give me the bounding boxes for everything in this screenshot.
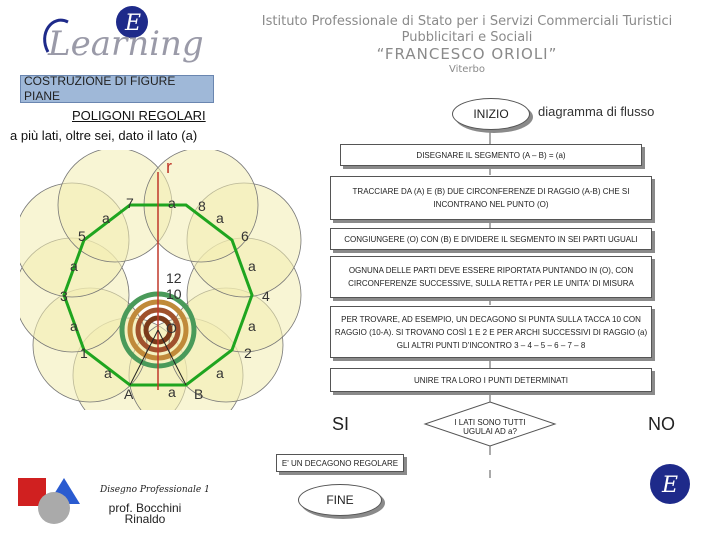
side-label: a (216, 210, 224, 226)
flow-connectors (423, 125, 557, 478)
flow-step-1: DISEGNARE IL SEGMENTO (A – B) = (a) (340, 144, 642, 166)
decision-yes: SI (332, 414, 350, 434)
decagon-polygon (62, 203, 254, 387)
vertex-label-2: 2 (244, 345, 252, 361)
logo-text: Learning (48, 24, 204, 64)
page-subtitle: POLIGONI REGOLARI (72, 108, 206, 123)
vertex-label-3: 3 (60, 288, 68, 304)
tick-label-12: 12 (166, 270, 182, 286)
corner-logo: E (650, 464, 690, 504)
vertex-label-7: 7 (126, 195, 134, 211)
vertex-label-8: 8 (198, 198, 206, 214)
page-title: COSTRUZIONE DI FIGURE PIANE (24, 74, 176, 103)
school-city: Viterbo (448, 64, 486, 75)
school-name: Istituto Professionale di Stato per i Se… (261, 14, 673, 45)
side-label-ab: a (168, 384, 176, 400)
shapes-decoration (18, 478, 80, 524)
page-description: a più lati, oltre sei, dato il lato (a) (10, 128, 198, 143)
side-label: a (70, 258, 78, 274)
end-node: FINE (298, 484, 382, 516)
result-box: E' UN DECAGONO REGOLARE (276, 454, 404, 472)
side-label: a (248, 318, 256, 334)
side-label: a (168, 195, 176, 211)
footer-teacher: prof. Bocchini Rinaldo (108, 501, 182, 526)
side-label: a (70, 318, 78, 334)
flow-step-3: CONGIUNGERE (O) CON (B) E DIVIDERE IL SE… (330, 228, 652, 250)
logo-badge (116, 6, 148, 38)
decision-no: NO (648, 414, 675, 434)
school-header: Istituto Professionale di Stato per i Se… (232, 14, 702, 78)
vertex-label-6: 6 (241, 228, 249, 244)
vertex-label-5: 5 (78, 228, 86, 244)
learning-logo: E (43, 6, 148, 53)
point-label-a: A (124, 386, 134, 402)
grey-circle (38, 492, 70, 524)
side-label: a (216, 365, 224, 381)
label-r: r (166, 157, 172, 177)
flow-step-4: OGNUNA DELLE PARTI DEVE ESSERE RIPORTATA… (330, 256, 652, 298)
segment-ao (129, 329, 159, 386)
decision-shape (423, 401, 557, 447)
vertex-label-4: 4 (262, 288, 270, 304)
footer-course: Disegno Professionale 1 (100, 485, 210, 495)
svg-text:E: E (661, 473, 678, 498)
flow-step-2: TRACCIARE DA (A) E (B) DUE CIRCONFERENZE… (330, 176, 652, 220)
side-label: a (104, 365, 112, 381)
flow-step-6: UNIRE TRA LORO I PUNTI DETERMINATI (330, 368, 652, 392)
flow-step-5: PER TROVARE, AD ESEMPIO, UN DECAGONO SI … (330, 306, 652, 358)
school-title: “FRANCESCO ORIOLI” (376, 45, 558, 63)
flowchart-title: diagramma di flusso (538, 104, 655, 119)
title-box (20, 75, 214, 103)
start-node: INIZIO (452, 98, 530, 130)
decagon-construction (20, 150, 302, 410)
vertex-label-1: 1 (80, 345, 88, 361)
decision-text: I LATI SONO TUTTI UGULAI AD a? (454, 418, 526, 436)
side-label: a (248, 258, 256, 274)
side-label: a (102, 210, 110, 226)
tick-label-10: 10 (166, 286, 182, 302)
point-label-b: B (194, 386, 204, 402)
svg-text:E: E (124, 11, 141, 36)
segment-bo (157, 329, 187, 386)
center-label-o: O (166, 320, 177, 336)
